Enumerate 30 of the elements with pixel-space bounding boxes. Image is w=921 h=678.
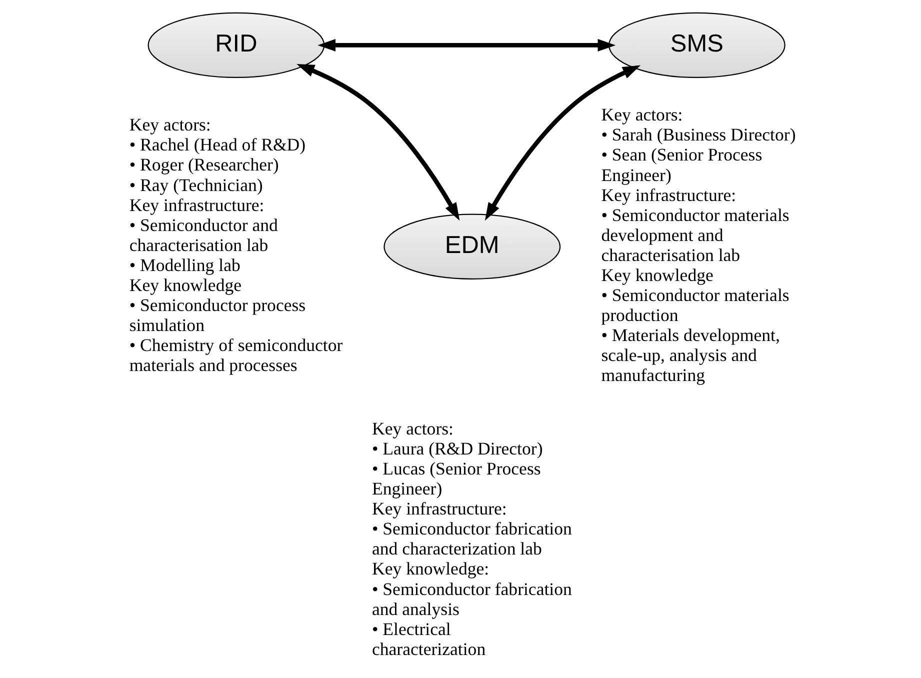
node-label: • Chemistry of semiconductor materials and processes [128, 335, 342, 376]
node-label: • Ray (Technician) [128, 174, 262, 195]
node-label: Key infrastructure: [128, 194, 264, 215]
node-label: • Sarah (Business Director) [600, 124, 796, 145]
node-label: Key actors: [600, 104, 682, 125]
node-label: • Lucas (Senior Process Engineer) [371, 458, 540, 499]
node-label: • Semiconductor materials development and characterisation lab [600, 204, 789, 265]
node-label: • Roger (Researcher) [128, 154, 278, 175]
node-label: • Semiconductor materials production [600, 284, 789, 325]
arrow [317, 38, 616, 52]
node-label: Key infrastructure: [600, 184, 736, 205]
arrow [484, 65, 640, 221]
node-label: • Materials development, scale-up, analysis and manufacturing [600, 325, 780, 386]
node-label: • Sean (Senior Process Engineer) [600, 144, 762, 185]
node-label: Key actors: [128, 114, 210, 135]
node-label: Key knowledge [128, 274, 242, 295]
node-label: • Electrical characterization [371, 618, 486, 659]
node-label: Key infrastructure: [371, 498, 506, 519]
node-label: • Semiconductor fabrication and characterization lab [371, 518, 572, 559]
node-label: Key knowledge: [371, 558, 489, 579]
node-label: Key actors: [371, 418, 454, 438]
arrow [296, 64, 460, 221]
node-label: • Rachel (Head of R&D) [128, 134, 306, 155]
node-ellipse: EDM [383, 214, 560, 280]
node-label: • Semiconductor process simulation [128, 294, 306, 335]
node-label: • Modelling lab [128, 254, 240, 275]
node-label: Key knowledge [600, 264, 713, 285]
node-label: • Semiconductor fabrication and analysis [371, 578, 572, 619]
node-label: • Semiconductor and characterisation lab [128, 214, 278, 255]
node-label: • Laura (R&D Director) [371, 438, 542, 459]
